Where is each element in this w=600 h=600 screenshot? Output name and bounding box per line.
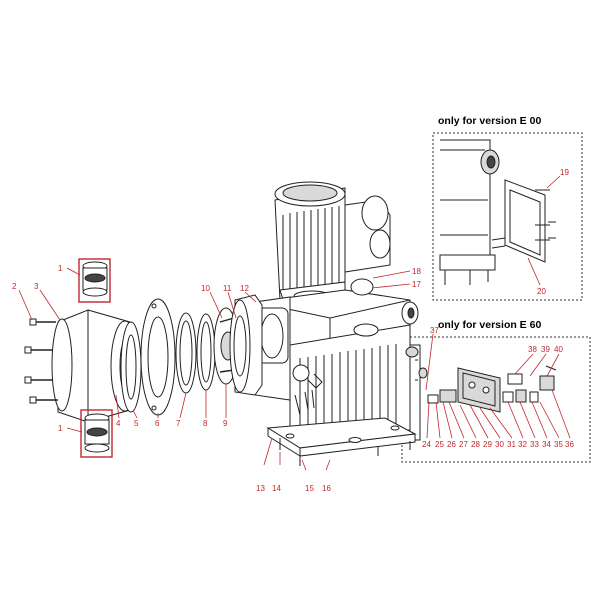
callout-20: 20 — [537, 287, 546, 296]
inset-e00-drawing — [439, 139, 556, 285]
callout-26: 26 — [447, 440, 456, 449]
inset-e00-title: only for version E 00 — [438, 115, 541, 127]
inset-e60-drawing — [410, 344, 557, 441]
pump-base-plate — [266, 417, 417, 466]
callout-10: 10 — [201, 284, 210, 293]
pump-gearbox — [254, 278, 428, 441]
callout-34: 34 — [542, 440, 551, 449]
callout-29: 29 — [483, 440, 492, 449]
valve-cartridge-top — [78, 258, 111, 303]
callout-36: 36 — [565, 440, 574, 449]
callout-12: 12 — [240, 284, 249, 293]
callout-13: 13 — [256, 484, 265, 493]
callout-25: 25 — [435, 440, 444, 449]
callout-1-bottom: 1 — [58, 424, 63, 433]
callout-4: 4 — [116, 419, 121, 428]
callout-16: 16 — [322, 484, 331, 493]
callout-14: 14 — [272, 484, 281, 493]
callout-15: 15 — [305, 484, 314, 493]
callout-39: 39 — [541, 345, 550, 354]
callout-31: 31 — [507, 440, 516, 449]
inset-e60-title: only for version E 60 — [438, 319, 541, 331]
callout-19: 19 — [560, 168, 569, 177]
callout-2: 2 — [12, 282, 17, 291]
callout-9: 9 — [223, 419, 228, 428]
callout-24: 24 — [422, 440, 431, 449]
inset-e60-frame — [401, 336, 591, 463]
callout-1-top: 1 — [58, 264, 63, 273]
callout-5: 5 — [134, 419, 139, 428]
callout-18: 18 — [412, 267, 421, 276]
callout-8: 8 — [203, 419, 208, 428]
pump-head-parts — [24, 294, 263, 423]
callout-6: 6 — [155, 419, 160, 428]
callout-40: 40 — [554, 345, 563, 354]
callout-32: 32 — [518, 440, 527, 449]
callout-37: 37 — [430, 326, 439, 335]
inset-e00-frame — [432, 132, 583, 301]
callout-33: 33 — [530, 440, 539, 449]
callout-28: 28 — [471, 440, 480, 449]
callout-11: 11 — [223, 284, 232, 293]
callout-17: 17 — [412, 280, 421, 289]
callout-27: 27 — [459, 440, 468, 449]
callout-35: 35 — [554, 440, 563, 449]
callout-38: 38 — [528, 345, 537, 354]
callout-30: 30 — [495, 440, 504, 449]
callout-7: 7 — [176, 419, 181, 428]
callout-3: 3 — [34, 282, 39, 291]
valve-cartridge-bottom — [80, 409, 113, 458]
